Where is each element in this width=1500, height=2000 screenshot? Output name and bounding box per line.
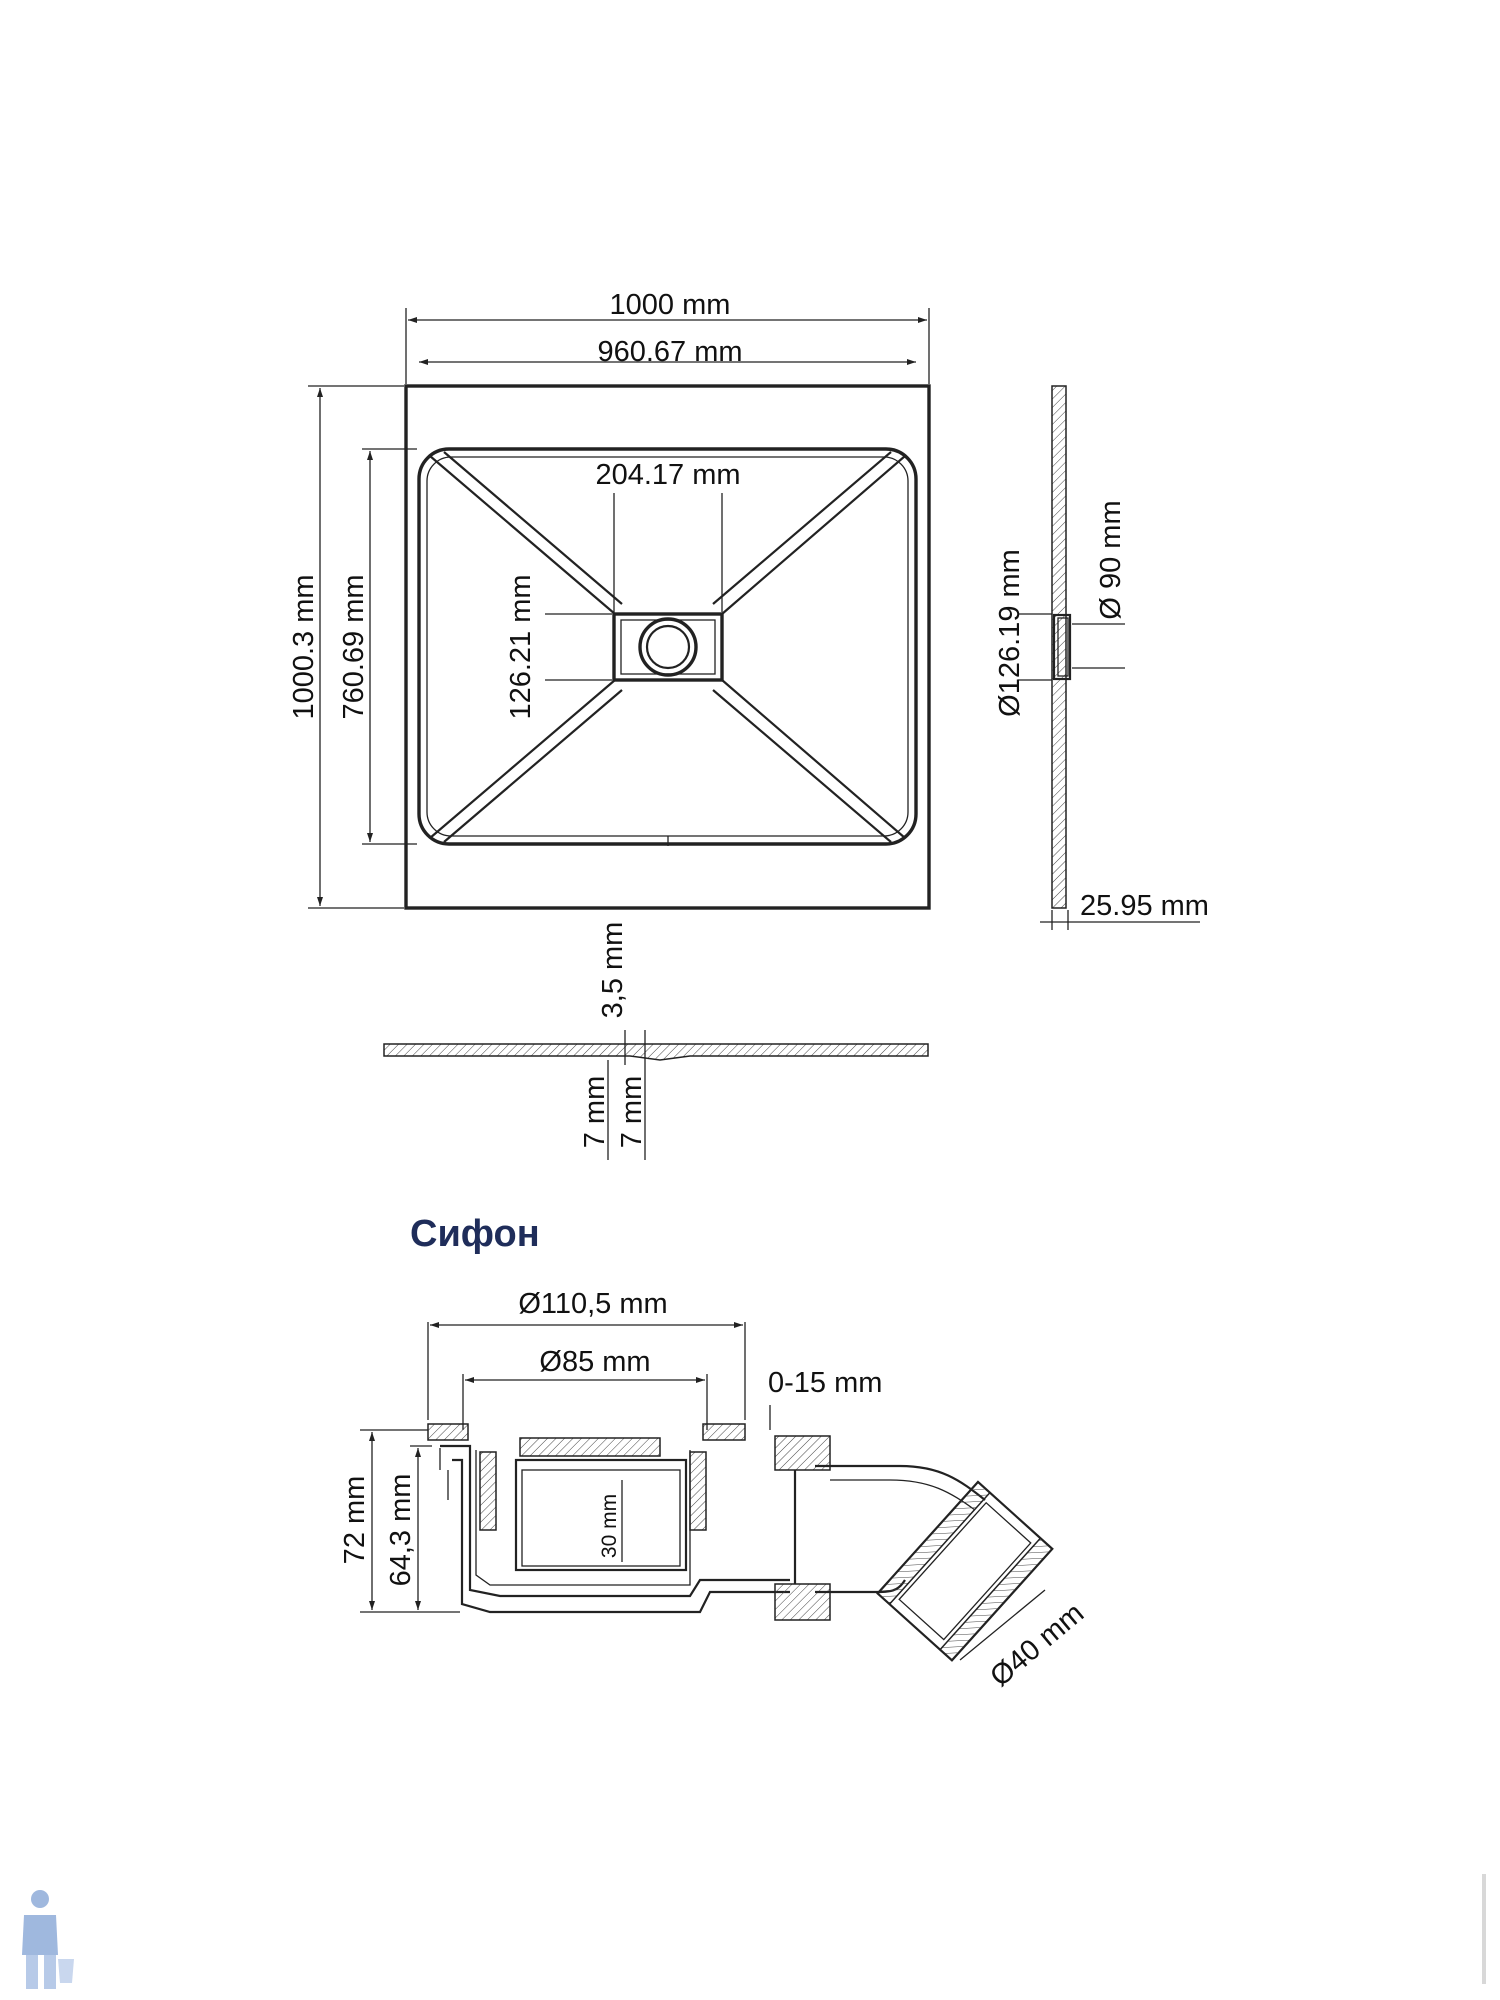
dimension-width-inner: 960.67 mm: [419, 336, 916, 368]
height-outer-label: 1000.3 mm: [288, 574, 320, 719]
dimension-siphon-heights: 72 mm 64,3 mm: [339, 1429, 460, 1613]
width-outer-label: 1000 mm: [610, 289, 731, 321]
dimension-height-inner: 760.69 mm: [338, 448, 417, 845]
drain-width-label: 204.17 mm: [595, 459, 740, 491]
width-inner-label: 960.67 mm: [597, 336, 742, 368]
dimension-siphon-outer: Ø110,5 mm: [427, 1288, 746, 1420]
siphon-total-height-label: 72 mm: [339, 1476, 371, 1565]
dimension-siphon-adjust: 0-15 mm: [768, 1367, 882, 1430]
tray-section-view: 3,5 mm 7 mm 7 mm: [383, 922, 929, 1160]
dimension-width-outer: 1000 mm: [405, 289, 930, 384]
siphon-body-height-label: 64,3 mm: [385, 1474, 417, 1587]
dimension-drain-width: 204.17 mm: [595, 459, 741, 612]
siphon-title: Сифон: [410, 1213, 540, 1255]
tray-outline: [404, 384, 931, 910]
siphon-inner-diameter-label: Ø85 mm: [539, 1346, 650, 1378]
siphon-adjust-label: 0-15 mm: [768, 1367, 882, 1399]
dimension-side-outlet: Ø 90 mm: [1072, 500, 1127, 669]
dimension-section-slope: 3,5 mm: [597, 922, 629, 1065]
dimension-siphon-inner: Ø85 mm: [462, 1346, 708, 1430]
section-slope-label: 3,5 mm: [597, 922, 629, 1019]
side-outlet-diameter-label: Ø 90 mm: [1095, 500, 1127, 619]
dimension-height-outer: 1000.3 mm: [288, 385, 404, 909]
dimension-side-thickness: 25.95 mm: [1040, 890, 1209, 930]
section-right-offset-label: 7 mm: [616, 1076, 648, 1149]
slope-lines: [429, 451, 906, 843]
side-thickness-label: 25.95 mm: [1080, 890, 1209, 922]
drain-plan: [612, 612, 724, 682]
siphon-outer-diameter-label: Ø110,5 mm: [518, 1288, 667, 1320]
dimension-section-offsets: 7 mm 7 mm: [579, 1030, 648, 1160]
drain-height-label: 126.21 mm: [505, 574, 537, 719]
section-left-offset-label: 7 mm: [579, 1076, 611, 1149]
siphon-outlet: [774, 1435, 1054, 1662]
dimension-siphon-seal: 30 mm: [598, 1480, 623, 1562]
siphon-outlet-diameter-label: Ø40 mm: [984, 1597, 1090, 1693]
dimension-side-drain: Ø126.19 mm: [994, 549, 1052, 717]
tray-plan-view: 1000 mm 960.67 mm 204.17 mm 1000.3 mm 76…: [288, 289, 931, 910]
siphon-seal-label: 30 mm: [598, 1494, 621, 1558]
plumber-mascot-logo: [22, 1890, 74, 1989]
dimension-drain-height: 126.21 mm: [505, 574, 612, 720]
side-drain-diameter-label: Ø126.19 mm: [994, 549, 1026, 717]
tray-side-view: Ø126.19 mm Ø 90 mm 25.95 mm: [994, 385, 1209, 930]
height-inner-label: 760.69 mm: [338, 574, 370, 719]
vertical-watermark: [1482, 1874, 1486, 1984]
siphon-body: [427, 1423, 790, 1614]
siphon-drawing: Ø110,5 mm Ø85 mm 0-15 mm 72 mm 64,3 mm: [339, 1288, 1090, 1693]
